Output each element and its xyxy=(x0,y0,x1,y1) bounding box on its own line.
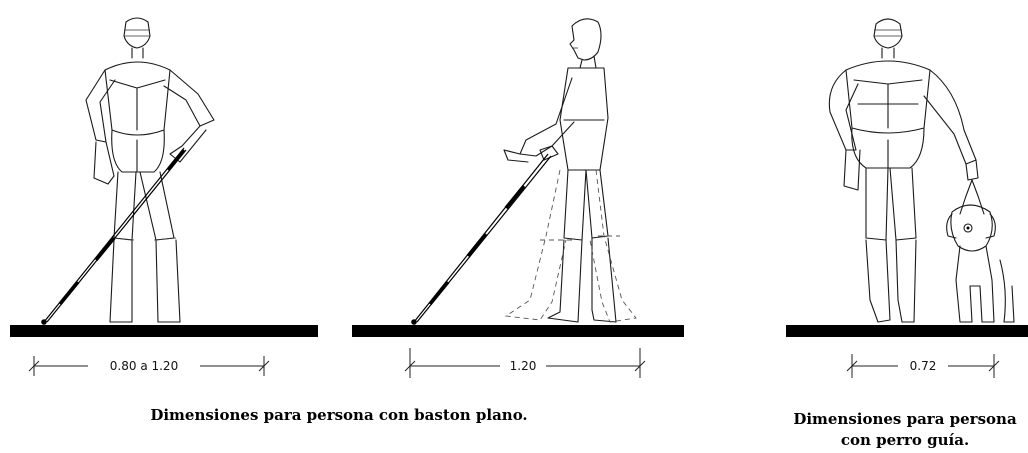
ground-line-1 xyxy=(10,325,318,337)
dimension-2: 1.20 xyxy=(404,348,646,378)
caption-dog-line-2: con perro guía. xyxy=(841,431,969,449)
figure-with-guide-dog xyxy=(828,18,1015,323)
dimension-label-3: 0.72 xyxy=(910,359,937,373)
dimension-label-2: 1.20 xyxy=(510,359,537,373)
dimension-3: 0.72 xyxy=(846,354,1000,378)
caption-cane: Dimensiones para persona con baston plan… xyxy=(150,406,527,424)
figure-walking-with-cane xyxy=(411,18,637,325)
ground-line-3 xyxy=(786,325,1028,337)
ground-line-2 xyxy=(352,325,684,337)
figure-standing-with-cane xyxy=(41,17,215,325)
caption-dog-line-1: Dimensiones para persona xyxy=(793,410,1017,428)
dimension-label-1: 0.80 a 1.20 xyxy=(110,359,178,373)
dimension-1: 0.80 a 1.20 xyxy=(28,356,270,376)
